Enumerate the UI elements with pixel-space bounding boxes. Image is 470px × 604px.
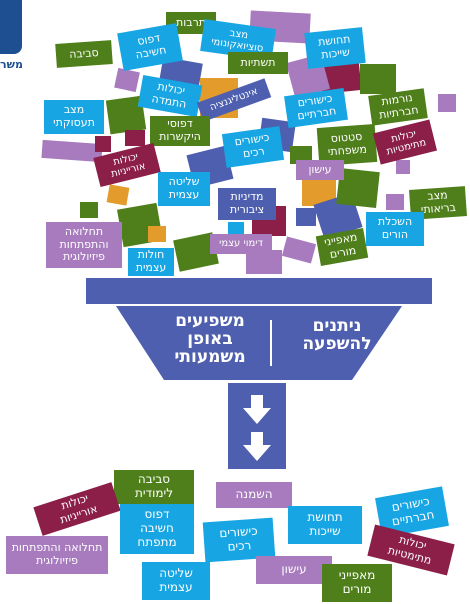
- factor-tile: דפוסי היקשרות: [150, 116, 210, 146]
- arrow-down-icon: [243, 395, 271, 424]
- logo-text: משר: [0, 58, 23, 71]
- factor-tile: מצב תעסוקתי: [44, 100, 104, 134]
- result-tile: שליטה עצמית: [142, 562, 210, 600]
- result-tile: דפוס חשיבה מתפתח: [120, 504, 194, 554]
- decor-square: [125, 130, 145, 146]
- factor-tile: מדיניות ציבורית: [218, 188, 276, 220]
- decor-square: [386, 194, 404, 210]
- funnel-label-significant: משפיעים באופן משמעותי: [174, 311, 246, 367]
- result-tile: תחלואה והתפתחות פיזיולוגית: [6, 536, 108, 574]
- decor-square: [80, 202, 98, 218]
- decor-square: [360, 64, 396, 94]
- result-tile: עישון: [256, 556, 332, 584]
- decor-square: [438, 94, 456, 112]
- decor-square: [95, 136, 111, 152]
- decor-square: [290, 146, 312, 164]
- factor-tile: דימוי עצמי: [210, 234, 272, 254]
- factor-tile: שליטה עצמית: [158, 172, 210, 206]
- factor-tile: חולות עצמית: [128, 248, 174, 276]
- result-tile: תחושת שייכות: [288, 506, 362, 544]
- decor-square: [396, 160, 410, 174]
- factor-tile: השכלת הורים: [366, 212, 424, 246]
- funnel-label-influenceable: ניתנים להשפעה: [302, 316, 372, 354]
- decor-square: [296, 208, 316, 226]
- factor-tile: עישון: [296, 160, 344, 180]
- funnel-divider: [270, 320, 272, 366]
- result-tile: השמנה: [216, 482, 292, 508]
- result-tile: מאפייני מורים: [322, 564, 392, 602]
- factor-tile: תשתיות: [228, 52, 288, 74]
- logo-mark: [0, 0, 22, 54]
- result-tile: סביבה לימודית: [114, 470, 194, 504]
- decor-square: [246, 250, 282, 274]
- decor-square: [148, 226, 166, 242]
- arrow-down-icon: [243, 432, 271, 461]
- factor-tile: תחלואה והתפתחות פיזיולוגית: [46, 222, 122, 268]
- funnel-top-bar: [86, 278, 432, 304]
